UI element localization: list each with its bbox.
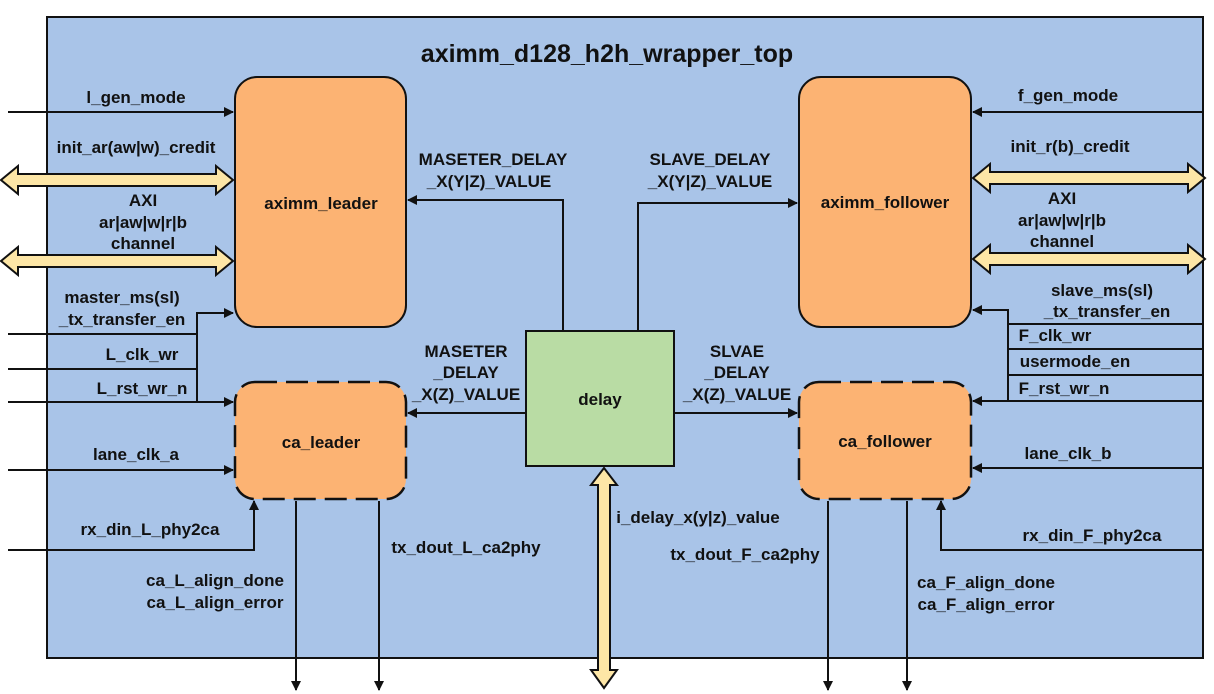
slave-delay-xyz-label-line1: SLAVE_DELAY (650, 150, 772, 169)
slave-delay-xz-label-line2: _DELAY (703, 363, 770, 382)
rx-din-f-wire (936, 500, 1203, 551)
master-delay-xz-label-line2: _DELAY (432, 363, 499, 382)
ca-f-align-error-label: ca_F_align_error (917, 595, 1054, 614)
axi-left-bus-top (0, 163, 235, 197)
i-delay-label: i_delay_x(y|z)_value (616, 508, 780, 527)
axi-right-label-line1: AXI (1048, 189, 1076, 208)
master-delay-xyz-label-line1: MASETER_DELAY (419, 150, 568, 169)
l-gen-mode-label: l_gen_mode (86, 88, 185, 107)
aximm-leader-label: aximm_leader (264, 194, 378, 213)
init-r-b-credit-label: init_r(b)_credit (1010, 137, 1129, 156)
rx-din-f-label: rx_din_F_phy2ca (1023, 526, 1162, 545)
ca-follower-block (797, 380, 973, 501)
rx-din-l-label: rx_din_L_phy2ca (81, 520, 220, 539)
init-ar-aw-w-credit-label: init_ar(aw|w)_credit (57, 138, 216, 157)
axi-left-label-line1: AXI (129, 191, 157, 210)
rx-din-l-wire (8, 500, 259, 551)
slave-ms-label-line2: _tx_transfer_en (1043, 302, 1171, 321)
ca-l-align-error-label: ca_L_align_error (146, 593, 283, 612)
master-delay-xz-label-line3: _X(Z)_VALUE (411, 385, 520, 404)
usermode-en-label: usermode_en (1020, 352, 1131, 371)
f-gen-mode-label: f_gen_mode (1018, 86, 1118, 105)
slave-delay-xz-label-line3: _X(Z)_VALUE (682, 385, 791, 404)
aximm-leader-block (234, 76, 407, 328)
axi-left-label-line2: ar|aw|w|r|b (99, 213, 187, 232)
l-clk-wr-label: L_clk_wr (106, 345, 179, 364)
diagram-title: aximm_d128_h2h_wrapper_top (421, 40, 793, 68)
delay-block (525, 330, 675, 467)
master-ms-label-line1: master_ms(sl) (64, 288, 179, 307)
tx-dout-f-label: tx_dout_F_ca2phy (670, 545, 820, 564)
lane-clk-b-label: lane_clk_b (1025, 444, 1112, 463)
f-rst-wr-n-label: F_rst_wr_n (1019, 379, 1110, 398)
master-ms-label-line2: _tx_transfer_en (58, 310, 186, 329)
tx-dout-l-label: tx_dout_L_ca2phy (391, 538, 541, 557)
axi-right-label-line3: channel (1030, 232, 1094, 251)
l-rst-wr-n-label: L_rst_wr_n (97, 379, 188, 398)
slave-ms-label-line1: slave_ms(sl) (1051, 281, 1153, 300)
aximm-follower-block (798, 76, 972, 328)
axi-right-label-line2: ar|aw|w|r|b (1018, 211, 1106, 230)
axi-left-label-line3: channel (111, 234, 175, 253)
slave-delay-xyz-label-line2: _X(Y|Z)_VALUE (647, 172, 772, 191)
aximm-follower-label: aximm_follower (821, 193, 950, 212)
ca-leader-block (233, 380, 408, 501)
ca-f-align-done-label: ca_F_align_done (917, 573, 1055, 592)
delay-label: delay (578, 390, 622, 409)
ca-l-align-done-label: ca_L_align_done (146, 571, 284, 590)
slave-delay-xz-label-line1: SLVAE (710, 342, 764, 361)
master-delay-xz-label-line1: MASETER (424, 342, 507, 361)
axi-right-bus-bottom (971, 242, 1207, 276)
i-delay-bus (588, 466, 620, 690)
axi-right-bus-top (971, 161, 1207, 195)
master-delay-xyz-label-line2: _X(Y|Z)_VALUE (426, 172, 551, 191)
master-delay-xyz-wire (407, 195, 564, 331)
ca-leader-label: ca_leader (282, 433, 361, 452)
ca-follower-label: ca_follower (838, 432, 932, 451)
slave-delay-xyz-wire (637, 198, 798, 331)
f-clk-wr-label: F_clk_wr (1019, 326, 1092, 345)
axi-left-bus-bottom (0, 244, 235, 278)
lane-clk-a-label: lane_clk_a (93, 445, 180, 464)
